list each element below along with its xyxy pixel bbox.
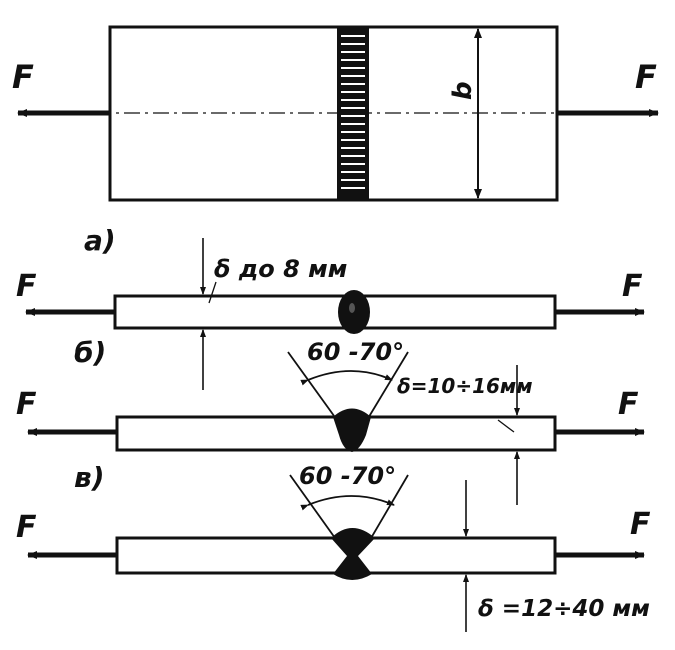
panel-c-angle: 60 -70° xyxy=(307,338,404,366)
panel-a-tag: а) xyxy=(84,224,116,257)
force-label-left: F xyxy=(12,58,34,96)
panel-d-thickness: δ =12÷40 мм xyxy=(478,596,650,622)
bevel-line-left xyxy=(287,351,338,421)
panel-c-thickness: δ=10÷16мм xyxy=(397,374,533,398)
panel-c-tag: в) xyxy=(74,461,105,494)
force-label-left: F xyxy=(16,510,37,545)
force-label-right: F xyxy=(630,507,651,542)
thickness-leader xyxy=(497,419,515,433)
panel-b-tag: б) xyxy=(74,336,106,369)
force-label-left: F xyxy=(16,269,37,304)
plate-section xyxy=(113,294,557,330)
panel-b: δ до 8 мм F F б) xyxy=(16,238,645,390)
v-weld xyxy=(333,408,371,452)
force-label-right: F xyxy=(622,269,643,304)
panel-a: b F F а) xyxy=(12,25,659,257)
thickness-leader xyxy=(208,281,217,304)
bevel-line-right xyxy=(366,351,409,421)
angle-arc xyxy=(300,370,393,386)
weld-bead xyxy=(338,290,370,334)
panel-c: 60 -70° δ=10÷16мм F F в) xyxy=(16,338,645,505)
panel-d-angle: 60 -70° xyxy=(299,462,396,490)
force-label-right: F xyxy=(635,58,657,96)
angle-arc xyxy=(300,495,395,511)
weld-bead-highlight xyxy=(349,303,355,313)
width-label: b xyxy=(448,81,478,100)
weld-seam-hatching xyxy=(341,35,365,189)
x-weld xyxy=(331,528,375,580)
panel-d: 60 -70° δ =12÷40 мм F F xyxy=(16,462,651,632)
force-label-right: F xyxy=(618,387,639,422)
panel-b-thickness: δ до 8 мм xyxy=(214,255,347,283)
force-label-left: F xyxy=(16,387,37,422)
